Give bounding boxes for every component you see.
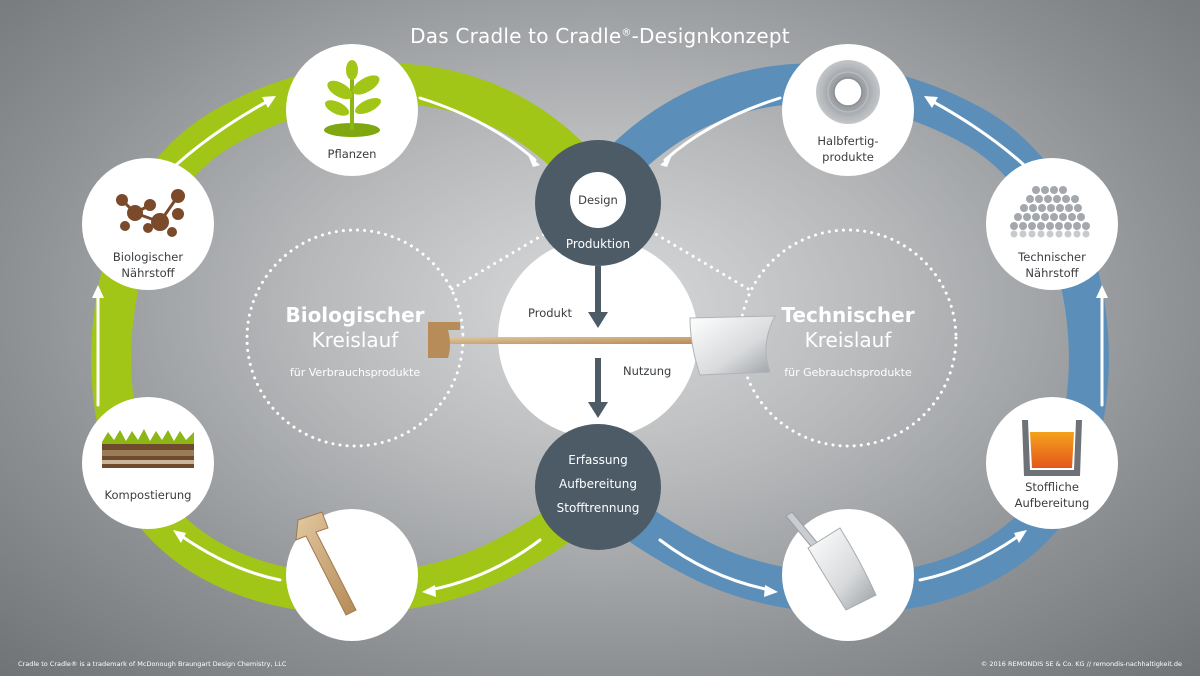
- arrowhead-to-semi: [924, 96, 938, 108]
- crucible-icon: [1022, 420, 1082, 476]
- label-treatment: Aufbereitung: [559, 477, 637, 491]
- arrowhead-to-processing: [1014, 530, 1027, 543]
- arrow-to-semi: [928, 98, 1026, 167]
- label-production: Produktion: [565, 237, 631, 251]
- metal-spade-icon: [785, 511, 877, 611]
- arrowhead-to-tech-product: [764, 585, 778, 597]
- spade-blade: [689, 315, 776, 376]
- bio-cycle-title: Biologischer Kreislauf für Verbrauchspro…: [285, 303, 425, 379]
- label-usage: Nutzung: [623, 364, 672, 378]
- center-spade: [428, 315, 776, 376]
- ball-pile-icon: [1010, 186, 1090, 238]
- design-inner-circle: [570, 172, 626, 228]
- trademark-footer: Cradle to Cradle® is a trademark of McDo…: [18, 660, 287, 668]
- collection-circle: [535, 424, 661, 550]
- label-product: Produkt: [528, 306, 573, 320]
- arrowhead-to-bio-product: [422, 585, 436, 597]
- label-compost: Kompostierung: [104, 488, 192, 502]
- spade-handle: [440, 337, 700, 344]
- arrowhead-up-left: [92, 285, 104, 298]
- diagram-title: Das Cradle to Cradle®-Designkonzept: [410, 24, 790, 48]
- arrow-to-compost: [178, 533, 282, 582]
- arrowhead-to-plants: [262, 96, 276, 108]
- arrow-to-plants: [174, 98, 272, 167]
- arrow-shaft-production: [595, 266, 601, 314]
- label-separation: Stofftrennung: [556, 501, 640, 515]
- arrow-shaft-usage: [595, 358, 601, 404]
- arrowhead-up-right: [1096, 285, 1108, 298]
- label-semi-finished: Halbfertig-produkte: [817, 134, 879, 164]
- copyright-footer: © 2016 REMONDIS SE & Co. KG // remondis-…: [980, 660, 1182, 668]
- tech-cycle-title: Technischer Kreislauf für Gebrauchsprodu…: [781, 303, 915, 379]
- label-design: Design: [578, 193, 618, 207]
- tech-dotted-circle: [738, 228, 958, 448]
- arrowhead-usage: [588, 402, 608, 418]
- bio-nutrient-icon: [116, 189, 185, 237]
- label-plants: Pflanzen: [327, 147, 377, 161]
- spade-grip: [428, 322, 460, 358]
- arrowhead-to-compost: [173, 530, 186, 543]
- arrowhead-production: [588, 312, 608, 328]
- bio-spade-icon: [295, 511, 357, 616]
- arrow-to-processing: [918, 533, 1022, 582]
- label-collection: Erfassung: [568, 453, 628, 467]
- plant-icon: [324, 60, 381, 137]
- arrow-to-bio-product: [428, 538, 542, 592]
- arrowhead-tech-top: [660, 155, 672, 167]
- arrow-tech-top: [663, 96, 782, 162]
- arrow-plants-to-design: [418, 96, 537, 162]
- coil-icon: [816, 60, 880, 124]
- ring-arrows: [92, 96, 1108, 597]
- center-arrows: [588, 266, 608, 418]
- compost-icon: [102, 429, 194, 468]
- arrowhead-plants-to-design: [528, 155, 540, 167]
- arrow-to-tech-product: [658, 538, 772, 592]
